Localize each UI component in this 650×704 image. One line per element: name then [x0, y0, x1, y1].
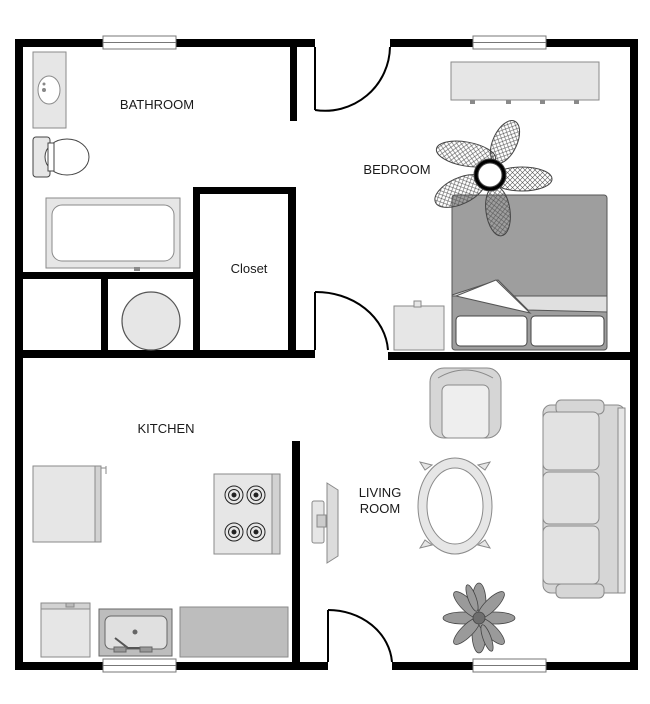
- room-label-bathroom: BATHROOM: [120, 97, 194, 112]
- room-label-bedroom: BEDROOM: [363, 162, 430, 177]
- room-label-kitchen: KITCHEN: [137, 421, 194, 436]
- toilet-icon: [32, 136, 90, 178]
- window-icon: [102, 658, 177, 673]
- wall-bath-stub: [290, 39, 297, 121]
- wall-closet-right: [288, 187, 296, 357]
- window-icon: [102, 35, 177, 50]
- armchair-icon: [429, 367, 502, 439]
- nightstand-icon: [393, 300, 445, 351]
- counter-icon: [179, 606, 289, 658]
- coffee-table-icon: [417, 457, 493, 555]
- sofa-icon: [542, 399, 626, 599]
- refrigerator-icon: [32, 465, 107, 543]
- kitchen-sink-icon: [98, 608, 173, 657]
- dishwasher-icon: [40, 602, 91, 658]
- wall-mid-left: [15, 350, 315, 358]
- sink-icon: [32, 51, 67, 129]
- windows: [102, 35, 547, 673]
- window-icon: [472, 35, 547, 50]
- wall-closet-left: [193, 187, 200, 357]
- door-icon: [314, 290, 389, 351]
- bathtub-icon: [45, 197, 181, 271]
- doors: [314, 46, 393, 663]
- bed-icon: [451, 194, 608, 351]
- wall-closet-top: [193, 187, 296, 194]
- stove-icon: [213, 473, 281, 555]
- ceiling-fan-icon: [434, 120, 553, 237]
- wall-kitchen-divider: [292, 441, 300, 670]
- plant-icon: [442, 582, 516, 654]
- window-icon: [472, 658, 547, 673]
- room-label-living-line1: LIVING: [359, 485, 402, 500]
- wall-laundry-divider: [101, 275, 108, 357]
- door-icon: [327, 608, 393, 663]
- water-heater-icon: [121, 291, 181, 351]
- tv-icon: [311, 482, 339, 564]
- door-icon: [314, 46, 391, 112]
- wall-mid-right: [388, 352, 638, 360]
- dresser-icon: [450, 61, 600, 104]
- room-label-closet: Closet: [231, 261, 268, 276]
- room-label-living-line2: ROOM: [360, 501, 400, 516]
